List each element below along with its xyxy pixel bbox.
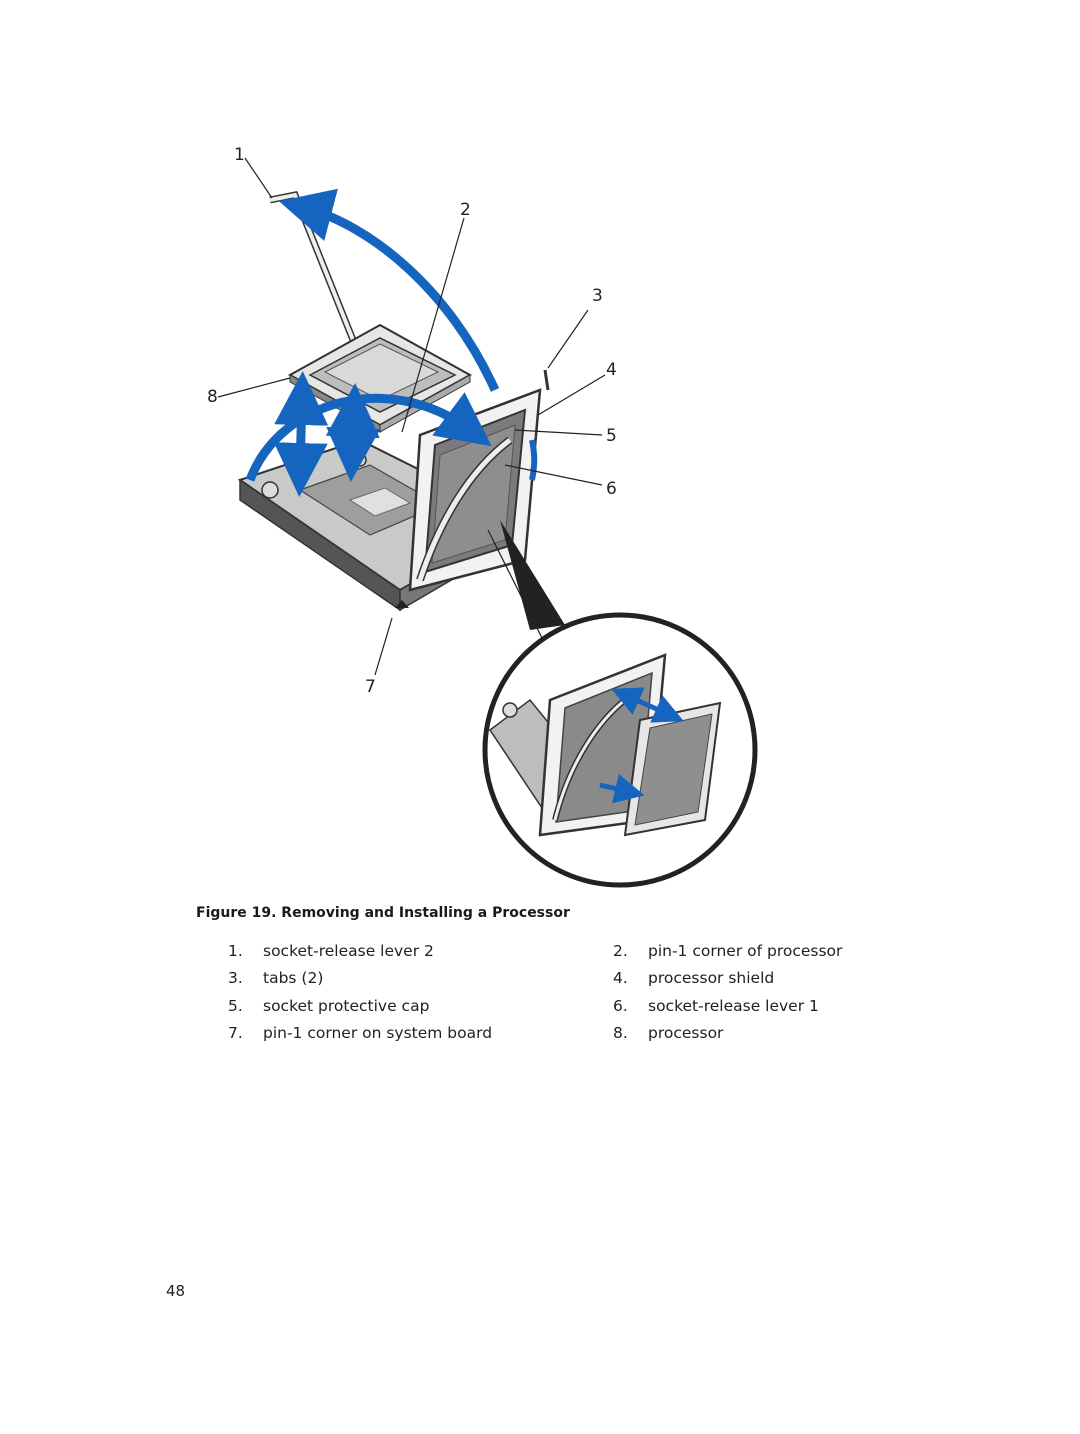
leader-lines [217, 157, 606, 676]
legend-item: 6. socket-release lever 1 [613, 997, 819, 1015]
legend-item: 2. pin-1 corner of processor [613, 942, 842, 960]
callout-1: 1 [234, 145, 245, 165]
figure-illustration: 1 2 3 4 5 6 7 8 [207, 145, 758, 888]
legend-item: 5. socket protective cap [228, 997, 429, 1015]
legend-label: processor [648, 1024, 724, 1043]
legend-label: socket-release lever 1 [648, 996, 819, 1015]
callout-7: 7 [365, 677, 376, 697]
legend-number: 8. [613, 1024, 628, 1043]
legend-label: socket-release lever 2 [263, 942, 434, 960]
processor-installation-figure: 1 2 3 4 5 6 7 8 [170, 120, 810, 890]
callout-8: 8 [207, 387, 218, 407]
callout-3: 3 [592, 286, 603, 306]
legend-item: 4. processor shield [613, 969, 774, 987]
figure-caption: Figure 19. Removing and Installing a Pro… [196, 905, 570, 921]
legend-item: 1. socket-release lever 2 [228, 942, 434, 960]
figure-legend: 1. socket-release lever 2 2. pin-1 corner … [228, 942, 868, 1052]
legend-row: 3. tabs (2) 4. processor shield [228, 969, 868, 996]
callout-4: 4 [606, 360, 617, 380]
legend-row: 7. pin-1 corner on system board 8. process… [228, 1024, 868, 1051]
motion-arrows [245, 188, 538, 497]
legend-label: pin-1 corner on system board [263, 1024, 493, 1043]
legend-number: 5. [228, 996, 243, 1015]
legend-item: 3. tabs (2) [228, 969, 323, 987]
socket-release-lever-1 [416, 436, 513, 582]
legend-row: 5. socket protective cap 6. socket-release… [228, 997, 868, 1024]
callout-6: 6 [606, 479, 617, 499]
legend-number: 1. [228, 942, 243, 960]
legend-label: socket protective cap [263, 996, 430, 1015]
page-number: 48 [166, 1282, 186, 1300]
legend-number: 3. [228, 969, 243, 988]
legend-number: 4. [613, 969, 628, 988]
legend-item: 8. processor [613, 1024, 723, 1042]
callout-5: 5 [606, 426, 617, 446]
legend-number: 7. [228, 1024, 243, 1043]
legend-item: 7. pin-1 corner on system board [228, 1024, 492, 1042]
legend-number: 6. [613, 996, 628, 1015]
legend-number: 2. [613, 942, 628, 960]
legend-label: pin-1 corner of processor [648, 942, 843, 960]
zoom-inset [482, 520, 758, 888]
callout-2: 2 [460, 200, 471, 220]
legend-label: processor shield [648, 969, 775, 988]
legend-label: tabs (2) [263, 969, 324, 988]
legend-row: 1. socket-release lever 2 2. pin-1 corner … [228, 942, 868, 969]
